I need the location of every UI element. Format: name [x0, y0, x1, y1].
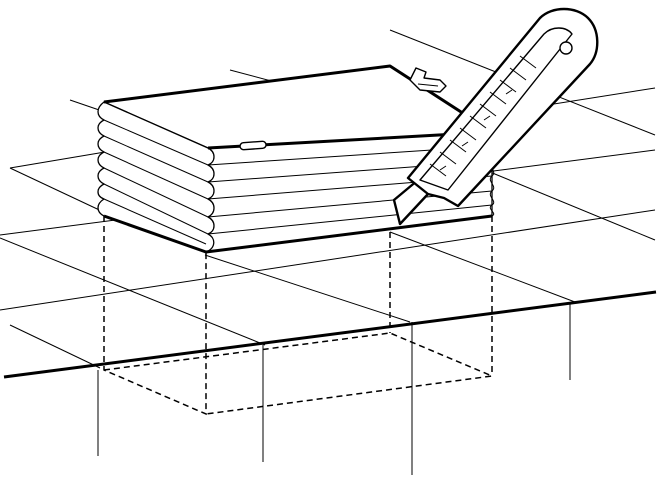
knife-grip [439, 89, 513, 171]
slider-ridge [489, 91, 507, 105]
grid-line [0, 237, 266, 346]
pleat-line [103, 135, 209, 183]
pleat-line [103, 167, 209, 218]
pleat-line [103, 151, 209, 200]
blind-bottom-edge [103, 214, 493, 254]
blind-handle-slot [239, 140, 267, 151]
grid-line [204, 254, 411, 323]
knife-rail [419, 27, 573, 191]
slider-ridge [479, 103, 497, 117]
pleat-line [103, 119, 209, 166]
pleat-line [103, 183, 209, 235]
grid-line [389, 231, 576, 303]
pleat-line [103, 198, 207, 245]
utility-knife-icon [392, 7, 599, 226]
slider-ridge [429, 163, 447, 177]
knife-hole [559, 41, 573, 55]
slider-ridge [519, 55, 537, 69]
projection-box [103, 216, 495, 416]
slider-ridge [469, 115, 487, 129]
grid-line [0, 209, 656, 311]
blind-top-outline [103, 64, 493, 134]
slider-ridge [499, 79, 517, 93]
knife-slider [429, 55, 537, 177]
projection-outline [103, 332, 495, 415]
blind-left-side [97, 101, 215, 253]
mounting-clip-icon [409, 67, 447, 93]
grid-line [9, 167, 111, 216]
vertical-posts [97, 304, 571, 475]
pleat-line [207, 204, 493, 235]
slider-ridge [439, 151, 457, 165]
table-edge [3, 290, 657, 379]
slider-ridge [459, 127, 477, 141]
grid-line [9, 324, 101, 369]
slider-ridge [509, 67, 527, 81]
slider-ridge [449, 139, 467, 153]
grid-line [489, 171, 656, 241]
pleated-blind [97, 64, 495, 254]
mounting-clip-detail [417, 83, 439, 87]
grid-line [9, 151, 106, 169]
